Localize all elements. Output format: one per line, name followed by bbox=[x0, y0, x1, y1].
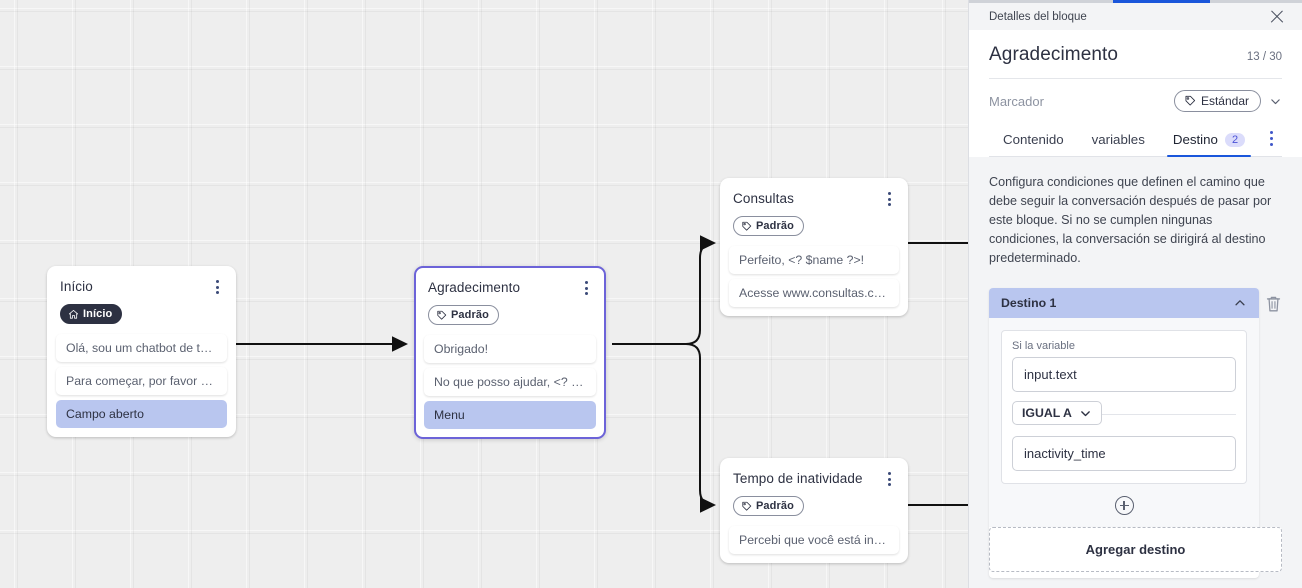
node-tag-label: Início bbox=[83, 308, 113, 320]
flow-node-tempo-de-inatividade[interactable]: Tempo de inatividade Padrão Percebi que … bbox=[720, 458, 908, 563]
tag-icon bbox=[437, 310, 447, 320]
node-header: Início Início bbox=[48, 267, 235, 325]
node-title: Agradecimento bbox=[428, 280, 521, 295]
close-icon[interactable] bbox=[1268, 8, 1286, 26]
chevron-down-icon bbox=[1081, 410, 1090, 416]
tab-label: Contenido bbox=[1003, 132, 1064, 147]
destination-body: Si la variable IGUAL A bbox=[989, 318, 1259, 527]
tab-contenido[interactable]: Contenido bbox=[989, 125, 1078, 156]
tag-icon bbox=[1185, 95, 1196, 106]
operator-row: IGUAL A bbox=[1012, 401, 1236, 427]
node-header: Consultas Padrão bbox=[721, 179, 907, 237]
node-rows: Olá, sou um chatbot de teste! Para começ… bbox=[48, 333, 235, 428]
page-title: Agradecimento bbox=[989, 44, 1119, 65]
condition-label: Si la variable bbox=[1012, 340, 1075, 352]
node-tag-label: Padrão bbox=[451, 309, 489, 321]
marcador-label: Marcador bbox=[989, 93, 1044, 109]
node-title: Início bbox=[60, 279, 93, 294]
node-row[interactable]: No que posso ajudar, <? $name ... bbox=[424, 367, 596, 396]
panel-topbar-title: Detalles del bloque bbox=[989, 10, 1087, 23]
flow-canvas[interactable]: Início Início Olá, sou um chatbot de tes… bbox=[0, 0, 968, 588]
node-menu-button[interactable] bbox=[881, 191, 897, 207]
flow-node-inicio[interactable]: Início Início Olá, sou um chatbot de tes… bbox=[47, 266, 236, 437]
node-tag-label: Padrão bbox=[756, 500, 794, 512]
tag-icon bbox=[742, 221, 752, 231]
node-row[interactable]: Olá, sou um chatbot de teste! bbox=[56, 333, 227, 362]
node-row[interactable]: Para começar, por favor digite o ... bbox=[56, 366, 227, 395]
node-rows: Obrigado! No que posso ajudar, <? $name … bbox=[416, 334, 604, 429]
trash-icon[interactable] bbox=[1265, 294, 1282, 314]
tab-destino[interactable]: Destino 2 bbox=[1159, 125, 1259, 157]
node-header: Agradecimento Padrão bbox=[416, 268, 604, 326]
node-tag-start[interactable]: Início bbox=[60, 304, 123, 324]
node-rows: Perfeito, <? $name ?>! Acesse www.consul… bbox=[721, 245, 907, 307]
tab-label: Destino bbox=[1172, 132, 1218, 147]
panel-topbar: Detalles del bloque bbox=[969, 0, 1302, 30]
node-menu-button[interactable] bbox=[578, 280, 594, 296]
node-row[interactable]: Percebi que você está inativo. C... bbox=[729, 525, 899, 554]
node-title: Consultas bbox=[733, 191, 794, 206]
home-icon bbox=[68, 309, 79, 319]
node-rows: Percebi que você está inativo. C... bbox=[721, 525, 907, 554]
block-details-panel: Detalles del bloque Agradecimento 13 / 3… bbox=[968, 0, 1302, 588]
edge-agradecimento-inatividade bbox=[612, 343, 716, 513]
marcador-row: Marcador Estándar bbox=[989, 79, 1282, 123]
panel-title-row: Agradecimento 13 / 30 bbox=[989, 30, 1282, 79]
marcador-control[interactable]: Estándar bbox=[1173, 90, 1282, 112]
node-tag-label: Padrão bbox=[756, 220, 794, 232]
node-title: Tempo de inatividade bbox=[733, 471, 863, 486]
flow-node-consultas[interactable]: Consultas Padrão Perfeito, <? $name ?>! … bbox=[720, 178, 908, 316]
edge-layer bbox=[236, 235, 968, 513]
tab-variables[interactable]: variables bbox=[1078, 125, 1159, 156]
character-counter: 13 / 30 bbox=[1246, 51, 1282, 63]
condition-box: Si la variable IGUAL A bbox=[1001, 330, 1247, 484]
tag-icon bbox=[742, 501, 752, 511]
node-tag-default[interactable]: Padrão bbox=[733, 216, 804, 236]
node-tag-default[interactable]: Padrão bbox=[428, 305, 499, 325]
panel-tabs: Contenido variables Destino 2 bbox=[989, 123, 1282, 157]
node-row[interactable]: Obrigado! bbox=[424, 334, 596, 363]
node-row-highlighted[interactable]: Campo aberto bbox=[56, 399, 227, 428]
panel-header-section: Agradecimento 13 / 30 Marcador Estándar bbox=[969, 30, 1302, 157]
marcador-value-label: Estándar bbox=[1200, 94, 1249, 108]
destination-header-label: Destino 1 bbox=[1001, 296, 1057, 310]
plus-circle-icon[interactable] bbox=[1114, 496, 1134, 515]
progress-fill bbox=[1113, 0, 1210, 3]
operator-label: IGUAL A bbox=[1022, 406, 1072, 420]
destination-description: Configura condiciones que definen el cam… bbox=[989, 175, 1272, 265]
operator-select[interactable]: IGUAL A bbox=[1012, 401, 1102, 425]
chevron-down-icon[interactable] bbox=[1269, 95, 1282, 108]
node-menu-button[interactable] bbox=[881, 471, 897, 487]
marcador-value-pill[interactable]: Estándar bbox=[1173, 90, 1261, 112]
add-condition-row bbox=[1001, 484, 1247, 515]
compare-value-input[interactable] bbox=[1012, 436, 1236, 471]
node-tag-default[interactable]: Padrão bbox=[733, 496, 804, 516]
flow-node-agradecimento[interactable]: Agradecimento Padrão Obrigado! No que po… bbox=[414, 266, 606, 439]
status-badge: 2 bbox=[1224, 132, 1246, 147]
kebab-menu-icon[interactable] bbox=[1260, 126, 1282, 156]
node-row-highlighted[interactable]: Menu bbox=[424, 400, 596, 429]
chevron-up-icon[interactable] bbox=[1233, 296, 1247, 310]
variable-input[interactable] bbox=[1012, 357, 1236, 392]
destination-header[interactable]: Destino 1 bbox=[989, 288, 1259, 318]
loading-progress-bar bbox=[969, 0, 1302, 3]
edge-agradecimento-consultas bbox=[612, 235, 716, 345]
add-destination-button[interactable]: Agregar destino bbox=[989, 527, 1282, 572]
panel-body: Configura condiciones que definen el cam… bbox=[969, 157, 1302, 588]
node-menu-button[interactable] bbox=[209, 279, 225, 295]
tab-label: variables bbox=[1091, 132, 1145, 147]
node-header: Tempo de inatividade Padrão bbox=[721, 459, 907, 517]
node-row[interactable]: Acesse www.consultas.com par... bbox=[729, 278, 899, 307]
node-row[interactable]: Perfeito, <? $name ?>! bbox=[729, 245, 899, 274]
